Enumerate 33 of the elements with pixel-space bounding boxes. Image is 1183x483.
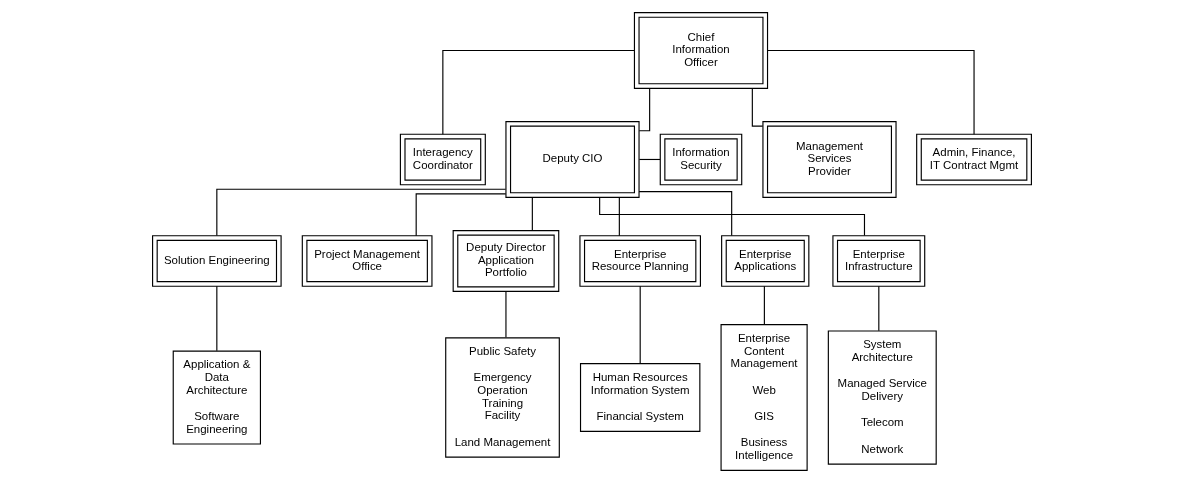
node-box: Enterprise Infrastructure	[831, 235, 925, 287]
connector	[531, 197, 533, 231]
node-box: Deputy Director Application Portfolio	[452, 230, 559, 292]
connector	[504, 291, 507, 338]
node-box: Management Services Provider	[761, 121, 897, 198]
node-box: Chief Information Officer	[633, 12, 768, 89]
connector	[638, 191, 732, 237]
node-box: Solution Engineering	[151, 235, 282, 287]
node-box: Application & Data Architecture Software Engineering	[172, 350, 261, 445]
connector	[215, 188, 506, 237]
connector	[751, 88, 763, 127]
connector	[877, 285, 879, 332]
node-box: System Architecture Managed Service Delivery Telecom Network	[827, 330, 937, 465]
node-box: Human Resources Information System Financial System	[579, 363, 700, 432]
node-box: Enterprise Applications	[720, 235, 809, 287]
node-box: Project Management Office	[301, 235, 433, 287]
node-box: Interagency Coordinator	[399, 133, 486, 186]
node-box: Enterprise Resource Planning	[578, 235, 701, 287]
connector	[618, 197, 620, 237]
connector	[441, 49, 635, 135]
connector	[766, 49, 975, 135]
connector	[638, 158, 661, 161]
node-box: Enterprise Content Management Web GIS Business Intelligence	[720, 324, 808, 471]
node-box: Information Security	[659, 133, 742, 186]
node-box: Public Safety Emergency Operation Training Facility Land Management	[444, 337, 560, 458]
node-box: Deputy CIO	[504, 121, 640, 198]
node-box: Admin, Finance, IT Contract Mgmt	[915, 133, 1032, 186]
connector	[215, 285, 217, 352]
connector	[639, 285, 641, 365]
connector	[638, 88, 650, 132]
connector	[415, 193, 506, 237]
connector	[763, 285, 765, 325]
connector	[598, 196, 865, 237]
